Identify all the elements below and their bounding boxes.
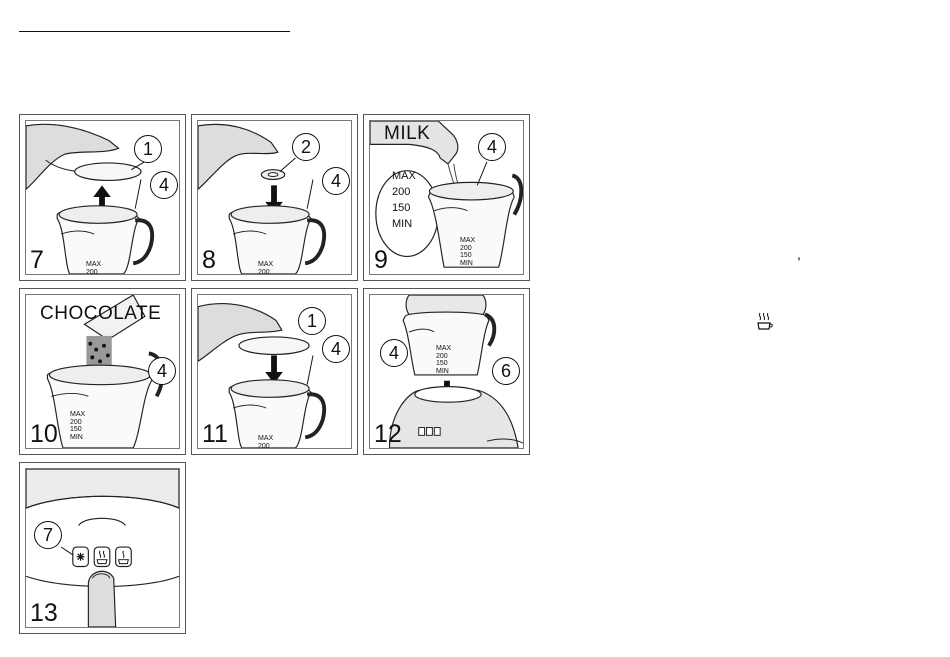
- step-number: 10: [30, 421, 58, 447]
- chocolate-label: CHOCOLATE: [40, 303, 161, 325]
- callout-1: 1: [134, 135, 162, 163]
- step-13-panel: 7 13: [19, 462, 186, 634]
- snowflake-icon: [77, 553, 85, 561]
- step-number: 11: [202, 421, 228, 447]
- callout-7: 7: [34, 521, 62, 549]
- step-number: 8: [202, 247, 216, 273]
- callout-1: 1: [298, 307, 326, 335]
- callout-4: 4: [322, 335, 350, 363]
- callout-4: 4: [150, 171, 178, 199]
- header-rule: [19, 31, 290, 32]
- callout-4: 4: [478, 133, 506, 161]
- milk-label: MILK: [384, 123, 430, 145]
- step-number: 12: [374, 421, 402, 447]
- step-number: 9: [374, 247, 388, 273]
- hot-drink-icon: [756, 312, 774, 332]
- step-number: 7: [30, 247, 44, 273]
- callout-4: 4: [380, 339, 408, 367]
- callout-4: 4: [322, 167, 350, 195]
- callout-2: 2: [292, 133, 320, 161]
- callout-4: 4: [148, 357, 176, 385]
- step-8-illustration: [198, 121, 351, 274]
- stray-comma: ,: [797, 246, 801, 262]
- step-number: 13: [30, 600, 58, 626]
- callout-6: 6: [492, 357, 520, 385]
